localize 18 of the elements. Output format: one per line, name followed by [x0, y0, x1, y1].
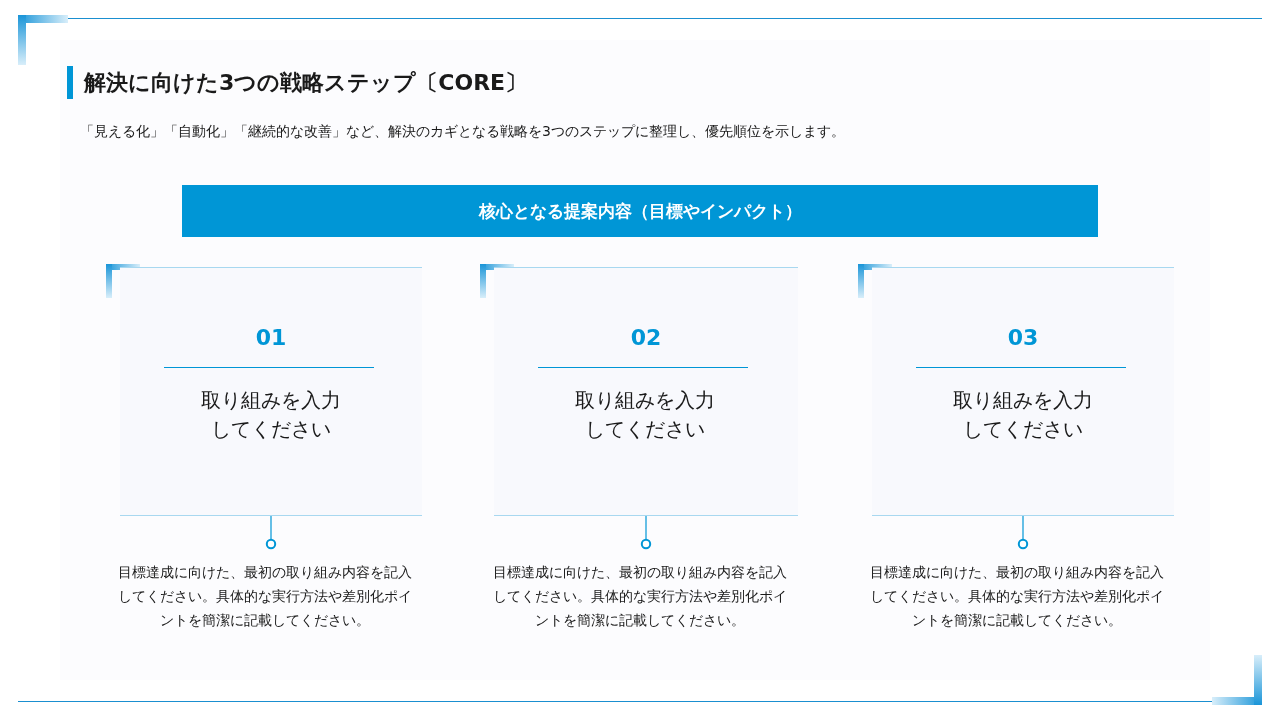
step-number: 02	[629, 324, 663, 352]
step-title: 取り組みを入力してください	[952, 387, 1094, 443]
step-title: 取り組みを入力してください	[574, 387, 716, 443]
header-banner: 核心となる提案内容（目標やインパクト）	[182, 185, 1098, 237]
connector-line	[640, 515, 652, 550]
step-card	[494, 267, 798, 516]
slide-title: 解決に向けた3つの戦略ステップ〔CORE〕	[84, 69, 528, 97]
step-title: 取り組みを入力してください	[200, 387, 342, 443]
step-number: 03	[1006, 324, 1040, 352]
step-description: 目標達成に向けた、最初の取り組み内容を記入してください。具体的な実行方法や差別化ポイントを簡潔に記載してください。	[864, 550, 1170, 634]
step-description: 目標達成に向けた、最初の取り組み内容を記入してください。具体的な実行方法や差別化ポイントを簡潔に記載してください。	[112, 550, 418, 634]
subtitle-text: 「見える化」「自動化」「継続的な改善」など、解決のカギとなる戦略を3つのステップに整理し、優先順位を示します。	[80, 122, 845, 141]
connector-line	[265, 515, 277, 550]
step-number: 01	[254, 324, 288, 352]
connector-line	[1017, 515, 1029, 550]
step-card	[872, 267, 1174, 516]
step-card	[120, 267, 422, 516]
step-description: 目標達成に向けた、最初の取り組み内容を記入してください。具体的な実行方法や差別化ポイントを簡潔に記載してください。	[487, 550, 793, 634]
